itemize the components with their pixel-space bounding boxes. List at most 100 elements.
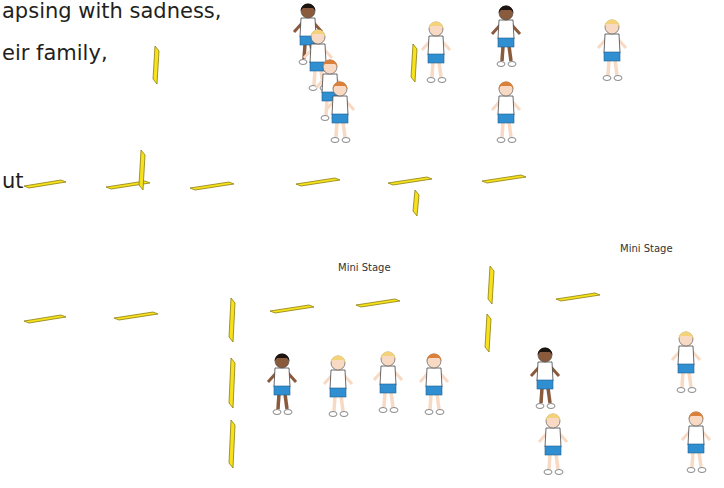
child-part [381,352,396,360]
body-text-fragment: ut [2,170,24,193]
children [268,4,710,475]
child-part [310,44,326,63]
child-part [555,470,563,475]
stage-label: Mini Stage [620,243,673,254]
tape-strips [24,44,600,468]
child-part [688,388,696,393]
child-part [427,354,442,362]
child-part [604,52,620,61]
tape-strip [24,315,66,323]
child-part [509,46,511,61]
child-part [343,122,345,137]
child-part [427,78,435,83]
child-part [274,386,290,395]
child-part [330,370,346,389]
child-part [547,404,555,409]
child-part [498,114,514,123]
child-figure [682,412,710,473]
child-part [438,78,446,83]
child-part [329,412,337,417]
child-part [541,388,542,403]
child-part [285,394,287,409]
child-part [311,30,326,38]
child-part [605,20,619,34]
child-figure [422,22,450,83]
child-figure [531,348,559,409]
child-part [498,38,514,47]
child-part [340,412,348,417]
tape-strip [139,150,145,190]
child-part [299,60,307,65]
child-part [546,414,560,428]
tape-strip [411,44,417,82]
child-part [426,386,442,395]
child-part [537,380,553,389]
child-part [332,96,348,115]
stage-label: Mini Stage [338,262,391,273]
child-part [556,454,558,469]
child-part [342,138,350,143]
tape-strip [388,177,432,185]
child-part [379,408,387,413]
child-figure [492,6,520,67]
child-part [275,354,289,368]
child-figure [326,82,354,143]
child-part [608,60,609,75]
child-part [682,372,683,387]
child-part [436,410,444,415]
child-part [677,388,685,393]
child-part [321,116,329,121]
tape-strip [413,190,419,216]
child-part [499,82,513,96]
child-figure [374,352,402,413]
child-part [497,138,505,143]
child-part [536,404,544,409]
child-part [546,414,561,422]
child-part [311,30,325,44]
child-part [390,408,398,413]
tape-strip [356,299,400,307]
tape-strip [482,175,526,183]
child-part [689,412,703,426]
child-part [679,332,693,346]
child-part [332,114,348,123]
child-part [498,96,514,115]
child-part [605,20,620,27]
child-part [275,354,290,362]
child-part [428,54,444,63]
child-figure [598,20,626,81]
child-part [497,62,505,67]
child-part [336,122,337,137]
child-part [391,392,393,407]
tape-strip [488,266,494,304]
child-part [273,410,281,415]
child-part [323,60,337,74]
child-part [301,4,315,18]
child-part [439,62,441,77]
child-part [426,368,442,387]
child-part [432,62,433,77]
child-part [502,46,503,61]
child-part [425,410,433,415]
child-part [615,60,617,75]
child-part [437,394,439,409]
child-part [537,362,553,381]
tape-strip [229,420,235,468]
tape-strip [190,182,234,190]
child-figure [539,414,567,475]
child-figure [492,82,520,143]
tape-strip [229,358,235,408]
child-part [331,356,346,364]
tape-strip [24,180,66,188]
child-part [380,384,396,393]
child-part [429,22,444,30]
child-part [545,428,561,447]
child-part [301,4,316,12]
child-part [603,76,611,81]
child-part [692,452,693,467]
tape-strip [556,293,600,301]
tape-strip [296,178,340,186]
child-part [380,366,396,385]
child-figure [420,354,448,415]
